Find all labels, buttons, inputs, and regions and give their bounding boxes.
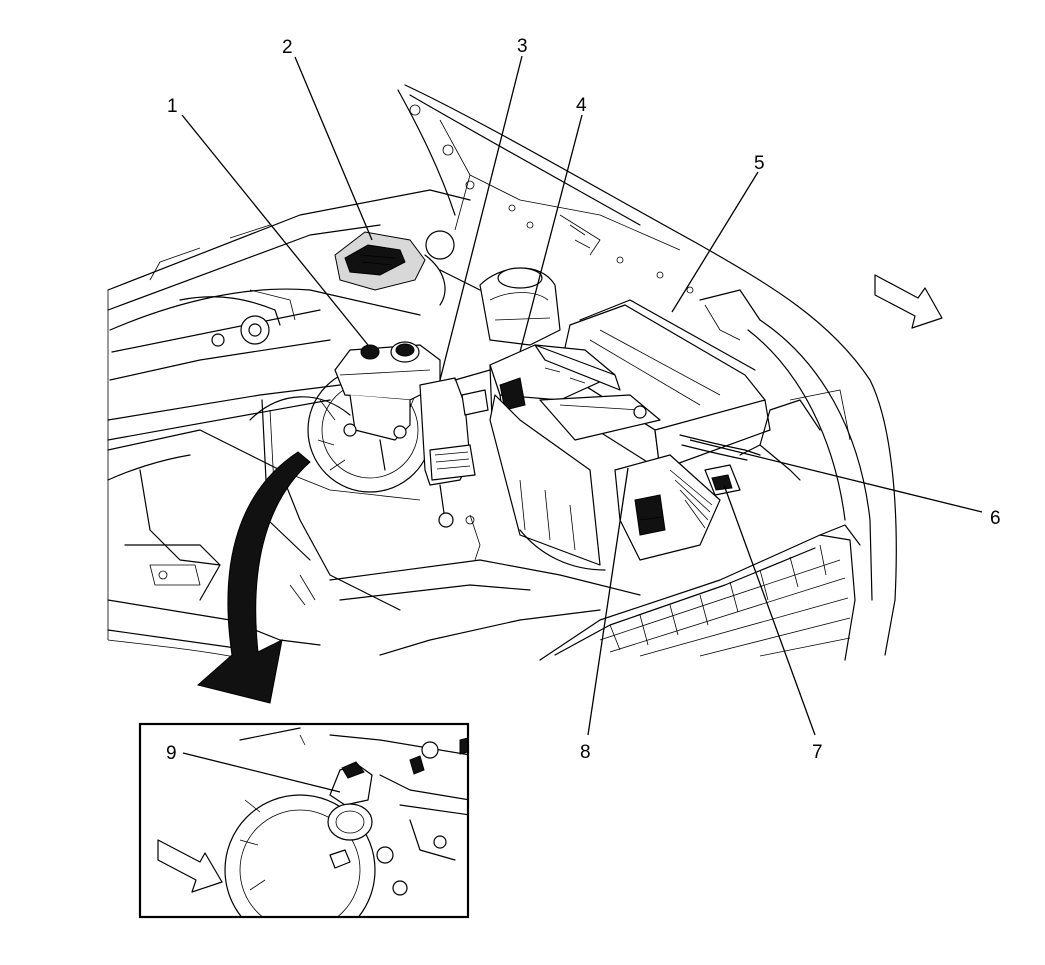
callout-7: 7 bbox=[812, 742, 823, 763]
coolant-reservoir bbox=[479, 267, 561, 346]
abs-module bbox=[419, 369, 491, 528]
right-fender bbox=[699, 289, 873, 601]
callout-8: 8 bbox=[580, 742, 591, 763]
callout-4: 4 bbox=[576, 95, 587, 116]
curved-detail-arrow-icon bbox=[196, 451, 311, 704]
left-fender bbox=[107, 396, 401, 659]
radiator-support bbox=[279, 469, 641, 656]
front-grille bbox=[539, 524, 861, 661]
callout-1: 1 bbox=[167, 96, 178, 117]
callout-6: 6 bbox=[990, 508, 1001, 529]
callout-numbers: 1 2 3 4 5 6 7 8 9 bbox=[166, 36, 1001, 764]
callout-9: 9 bbox=[166, 743, 177, 764]
callout-2: 2 bbox=[282, 37, 293, 58]
battery-cable bbox=[679, 399, 821, 496]
callout-5: 5 bbox=[754, 153, 765, 174]
hood bbox=[397, 84, 897, 656]
wiper-motor bbox=[334, 230, 481, 306]
cowl-panel bbox=[107, 189, 471, 441]
brake-master-cylinder bbox=[334, 341, 441, 471]
callout-3: 3 bbox=[517, 36, 528, 57]
fuse-block bbox=[489, 344, 661, 571]
direction-arrow-icon bbox=[157, 839, 223, 893]
main-illustration bbox=[107, 84, 897, 661]
detail-inset bbox=[138, 722, 470, 919]
direction-arrow-icon bbox=[874, 274, 943, 329]
callout-leaders bbox=[181, 55, 983, 793]
engine-control-module bbox=[614, 454, 721, 561]
